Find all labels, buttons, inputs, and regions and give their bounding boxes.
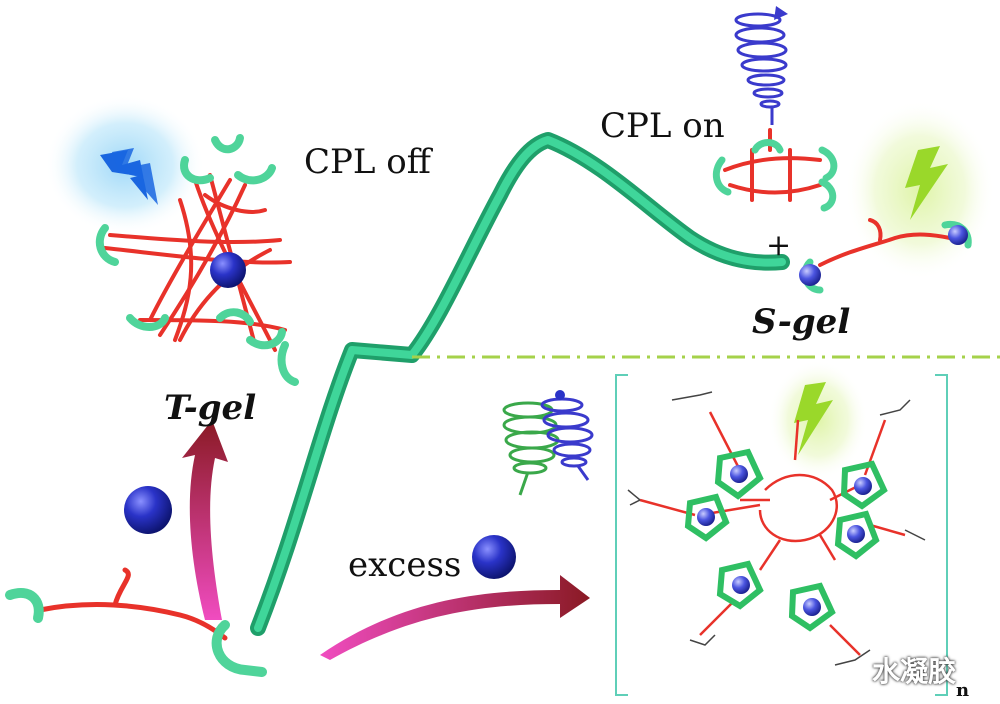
t-gel-label: T-gel [164,388,257,428]
arrow-excess [320,575,590,660]
metal-ion-sphere [799,264,821,286]
watermark: 水凝胶 [872,655,957,688]
metal-complex-units [684,448,888,632]
helix-arrowhead [774,6,788,20]
metal-ion-sphere [472,535,516,579]
ligand-monomer [37,567,228,641]
metal-ion-sphere [124,486,172,534]
metal-ion-sphere [948,225,968,245]
terpyridine-cups-monomer [5,588,267,677]
lightning-icon [112,148,158,205]
polymer-chain-ends [627,391,926,666]
terpyridine-cups-t-gel [95,134,299,386]
cpl-helix-icon [502,397,594,496]
polymer-bracket [615,374,948,696]
s-gel-linker [818,218,952,267]
plus-sign: + [766,228,792,263]
polymer-subscript-n: n [956,680,970,701]
lightning-icon [905,146,948,220]
metal-ion-sphere [555,390,565,400]
polymer-network-links [639,411,906,656]
lightning-icon [100,150,148,200]
cpl-helix-icon [734,12,788,125]
terpyridine-cups-dimer [712,139,838,212]
arrow-to-t-gel [182,420,228,620]
energy-pathway-highlight [254,136,786,632]
lightning-icon [794,382,833,455]
s-gel-label: S-gel [752,302,851,342]
cpl-on-label: CPL on [600,106,725,146]
cpl-off-label: CPL off [304,142,431,182]
metal-ion-sphere [210,252,246,288]
excess-label: excess [348,545,462,585]
